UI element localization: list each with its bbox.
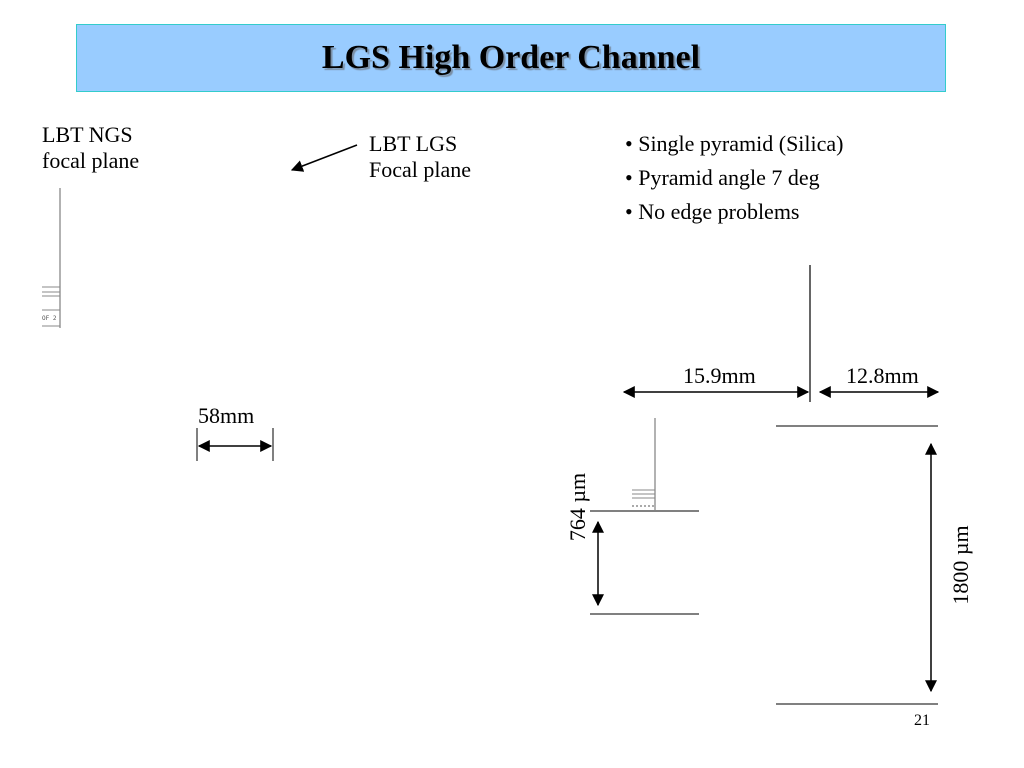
dimension-15-9mm-label: 15.9mm: [683, 363, 756, 388]
lgs-label-line2: Focal plane: [369, 157, 472, 182]
drawing-fragment-middle: [632, 418, 656, 510]
lgs-pointer-arrow: [290, 144, 358, 172]
drawing-fragment-left: OF 2: [42, 188, 61, 328]
dimension-58mm: [196, 428, 274, 461]
dimension-12-8mm-label: 12.8mm: [846, 363, 919, 388]
dimension-764um: [590, 510, 699, 615]
title-banner: LGS High Order Channel: [76, 24, 946, 92]
dimension-58mm-label: 58mm: [198, 403, 255, 428]
dimension-764um-label: 764 µm: [565, 472, 590, 542]
dimension-1800um: [776, 425, 938, 705]
page-number: 21: [914, 712, 930, 729]
dimension-1800um-label: 1800 µm: [948, 525, 973, 605]
lgs-label: LBT LGS Focal plane: [369, 131, 471, 183]
lgs-label-line1: LBT LGS: [369, 131, 458, 156]
bullet-item: Pyramid angle 7 deg: [625, 161, 844, 195]
bullet-list: Single pyramid (Silica) Pyramid angle 7 …: [625, 127, 844, 229]
ngs-label-line1: LBT NGS: [42, 122, 133, 147]
slide-title: LGS High Order Channel: [321, 39, 701, 76]
ngs-label: LBT NGS focal plane: [42, 122, 139, 174]
sheet-tag: OF 2: [42, 315, 57, 322]
bullet-item: Single pyramid (Silica): [625, 127, 843, 161]
ngs-label-line2: focal plane: [42, 148, 140, 173]
bullet-item: No edge problems: [625, 195, 844, 229]
